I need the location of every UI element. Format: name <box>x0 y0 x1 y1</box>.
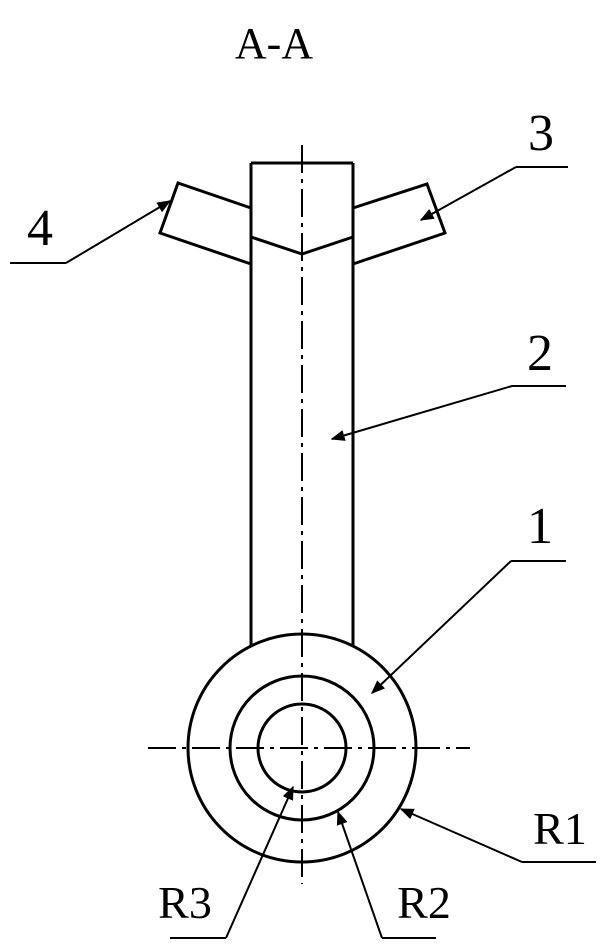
leader-2 <box>330 385 566 441</box>
label-r3: R3 <box>158 877 212 928</box>
label-r2: R2 <box>397 877 451 928</box>
leader-1 <box>370 560 566 694</box>
section-title: A-A <box>235 19 313 68</box>
left-wing <box>158 181 252 266</box>
v-groove <box>250 235 354 256</box>
label-part-1: 1 <box>527 498 553 555</box>
leader-3 <box>419 166 568 221</box>
leader-4 <box>10 200 172 264</box>
center-lines <box>148 145 470 884</box>
leader-r2 <box>336 810 436 939</box>
label-part-3: 3 <box>528 105 554 162</box>
label-r1: R1 <box>533 803 587 854</box>
label-part-4: 4 <box>27 200 53 257</box>
label-part-2: 2 <box>527 325 553 382</box>
leader-r1 <box>399 808 596 863</box>
right-wing <box>352 182 447 266</box>
leader-r3 <box>170 785 294 939</box>
